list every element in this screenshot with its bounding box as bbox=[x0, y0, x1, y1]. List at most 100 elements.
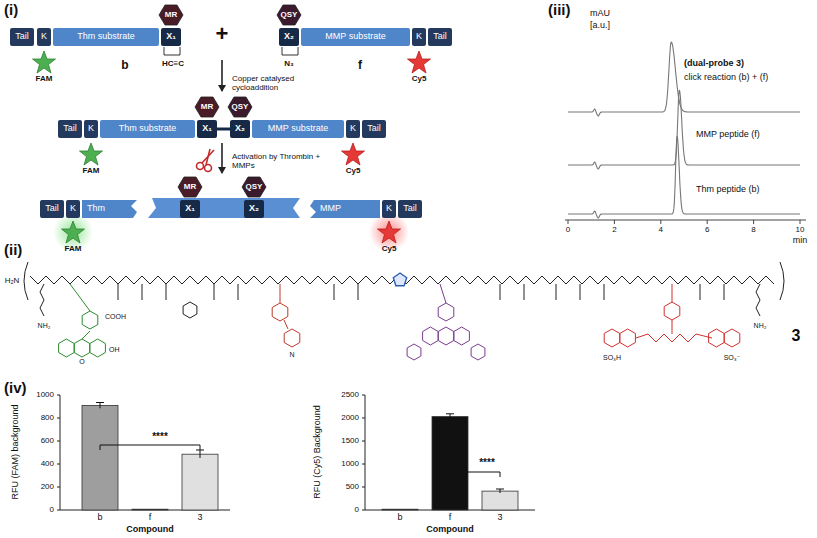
node-label: X₁ bbox=[185, 204, 195, 214]
node-label: Tail bbox=[367, 124, 381, 134]
scissors-icon bbox=[197, 149, 215, 172]
text-label: f bbox=[358, 59, 362, 72]
node-label: Cy5 bbox=[403, 75, 435, 84]
star-shape bbox=[377, 220, 401, 244]
peptide-segment: K bbox=[66, 200, 80, 218]
peptide-segment: X₂ bbox=[279, 28, 299, 46]
alkyne-azide-bracket bbox=[164, 47, 180, 55]
text-label: b bbox=[97, 513, 102, 523]
peptide-segment: X₂ bbox=[230, 120, 250, 138]
star-shape bbox=[32, 50, 56, 74]
dye-linker bbox=[672, 284, 673, 302]
chemical-structure bbox=[24, 262, 784, 360]
peptide-segment: MMP substrate bbox=[252, 120, 344, 138]
fluorophore-star: Cy5 bbox=[373, 220, 405, 256]
aromatic-ring bbox=[284, 329, 300, 347]
node-label: Tail bbox=[63, 124, 77, 134]
chromatogram-axis bbox=[753, 220, 754, 224]
node-label: FAM bbox=[75, 167, 107, 176]
error-bar bbox=[496, 489, 504, 493]
aromatic-ring bbox=[620, 329, 636, 347]
bar bbox=[82, 405, 118, 510]
text-label: 2 bbox=[612, 226, 616, 235]
peptide-segment: Tail bbox=[58, 120, 82, 138]
node-label: MR bbox=[201, 103, 213, 112]
node-label: QSY bbox=[232, 103, 249, 112]
bracket bbox=[780, 262, 784, 300]
quencher-hexagon: MR bbox=[177, 176, 203, 198]
aromatic-ring bbox=[454, 327, 470, 345]
node-label: Thm substrate bbox=[119, 124, 177, 134]
text-label: 200 bbox=[41, 483, 54, 492]
chromatogram-trace bbox=[568, 90, 800, 169]
chart-axis bbox=[362, 395, 365, 396]
bar bbox=[432, 417, 468, 510]
triazole-ring bbox=[393, 273, 406, 286]
chromatogram-trace bbox=[568, 42, 800, 218]
chart-axis bbox=[57, 464, 60, 465]
text-label: Compound bbox=[426, 525, 474, 535]
atom-label: OH bbox=[108, 346, 121, 354]
peptide-segment: K bbox=[412, 28, 426, 46]
atom-label: NH₂ bbox=[753, 322, 768, 330]
bar bbox=[382, 509, 418, 511]
star-shape bbox=[378, 221, 401, 243]
side-chain bbox=[238, 284, 239, 300]
chart-axis bbox=[57, 510, 60, 511]
text-label: (iv) bbox=[4, 380, 27, 397]
triazole-link bbox=[216, 128, 231, 131]
peptide-segment: X₂ bbox=[244, 200, 264, 218]
node-label: QSY bbox=[281, 11, 298, 20]
node-label: Thm substrate bbox=[77, 32, 135, 42]
aromatic-ring bbox=[407, 344, 421, 360]
text-label: 500 bbox=[346, 483, 359, 492]
text-label: RFU (Cy5) Background bbox=[313, 405, 323, 499]
side-chain bbox=[524, 284, 525, 300]
text-label: b bbox=[397, 513, 402, 523]
side-chain bbox=[142, 284, 143, 300]
node-label: MR bbox=[184, 183, 196, 192]
reaction-arrow bbox=[221, 143, 223, 173]
text-label: 400 bbox=[41, 460, 54, 469]
side-chain bbox=[166, 284, 167, 300]
text-label: 800 bbox=[41, 414, 54, 423]
node-label: MR bbox=[165, 11, 177, 20]
fluorophore-star: Cy5 bbox=[337, 142, 369, 178]
dye-linker bbox=[280, 284, 281, 303]
aromatic-ring bbox=[272, 303, 288, 321]
text-label: Compound bbox=[126, 525, 174, 535]
quencher-hexagon: QSY bbox=[227, 96, 253, 118]
aromatic-ring bbox=[59, 339, 75, 357]
chromatogram-axis bbox=[614, 220, 615, 224]
quencher-hexagon: MR bbox=[194, 96, 220, 118]
node-label: Tail bbox=[15, 32, 29, 42]
node-label: X₂ bbox=[249, 204, 259, 214]
chromatogram-trace bbox=[568, 136, 800, 218]
chart-axis bbox=[362, 464, 365, 465]
node-label: MMP bbox=[320, 204, 341, 214]
hexagon-shape bbox=[178, 177, 202, 197]
chart-axis bbox=[60, 395, 61, 510]
text-label: 2500 bbox=[341, 391, 359, 400]
significance-bracket bbox=[100, 445, 500, 477]
chromatogram-axis bbox=[565, 220, 806, 224]
text-label: b bbox=[121, 59, 128, 72]
text-label: f bbox=[449, 513, 452, 523]
atom-label: N bbox=[288, 351, 295, 359]
chromatogram-axis bbox=[565, 220, 806, 221]
aromatic-ring bbox=[82, 311, 98, 329]
node-label: X₁ bbox=[202, 124, 212, 134]
text-label: (dual-probe 3) bbox=[684, 59, 744, 69]
reaction-arrow bbox=[221, 60, 223, 173]
chart-axis bbox=[57, 441, 60, 442]
side-chain bbox=[556, 284, 557, 300]
chromatogram-axis bbox=[800, 220, 801, 224]
text-label: 6 bbox=[705, 226, 709, 235]
side-chain bbox=[604, 284, 605, 300]
node-label: X₁ bbox=[166, 32, 176, 42]
star-shape bbox=[33, 51, 56, 73]
text-label: 1000 bbox=[341, 460, 359, 469]
bar bbox=[482, 491, 518, 510]
scissors-icon bbox=[206, 149, 210, 165]
